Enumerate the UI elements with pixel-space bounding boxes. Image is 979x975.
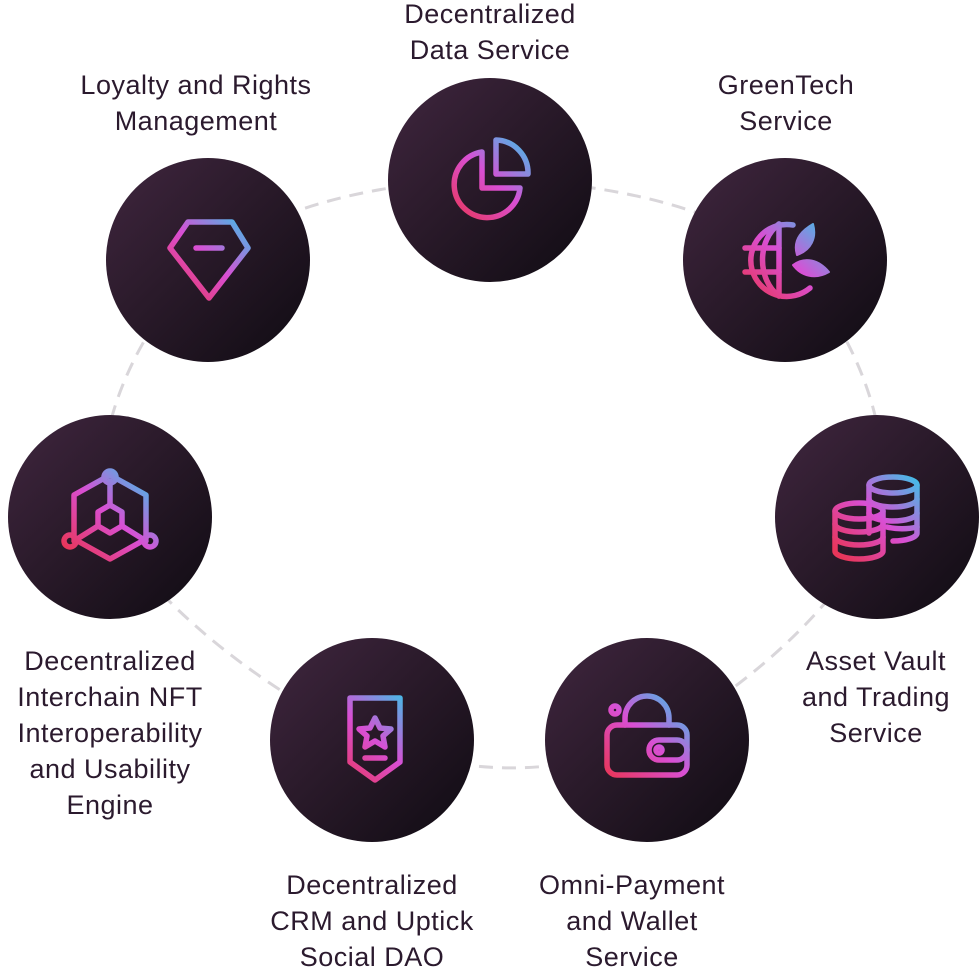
wallet-icon bbox=[604, 693, 690, 778]
node-omni-payment[interactable] bbox=[545, 638, 749, 842]
diamond-icon bbox=[167, 219, 251, 301]
node-data-service[interactable] bbox=[388, 78, 592, 282]
star-badge-icon bbox=[347, 695, 403, 783]
coins-icon bbox=[832, 474, 920, 562]
node-greentech-service[interactable] bbox=[683, 158, 887, 362]
globe-leaf-icon bbox=[742, 221, 830, 300]
node-interchain-nft-engine[interactable] bbox=[8, 415, 212, 619]
pie-chart-icon bbox=[451, 137, 531, 221]
node-asset-vault[interactable] bbox=[775, 415, 979, 619]
node-loyalty-rights[interactable] bbox=[106, 158, 310, 362]
node-crm-social-dao[interactable] bbox=[270, 638, 474, 842]
hex-network-icon bbox=[61, 468, 159, 562]
